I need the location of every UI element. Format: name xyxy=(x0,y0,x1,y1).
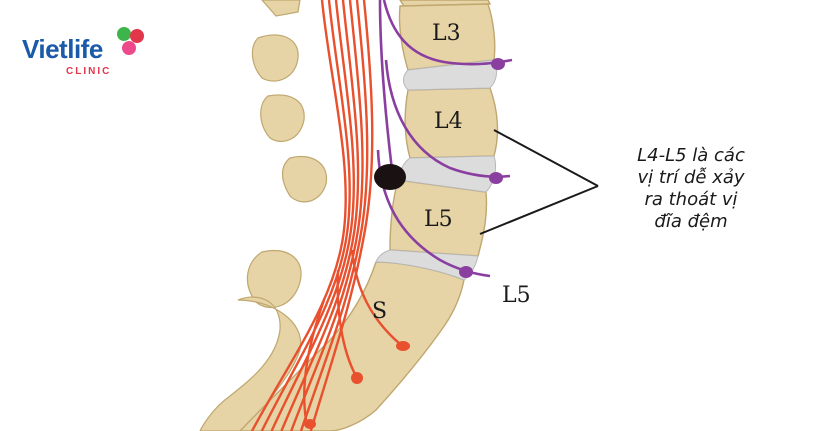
herniation-mark xyxy=(374,164,406,190)
sacral-root-ganglia xyxy=(304,341,410,429)
label-l5: L5 xyxy=(424,207,453,232)
nerve-root-ganglia xyxy=(459,58,505,278)
pointer-to-l4 xyxy=(493,129,599,187)
cauda-nerve-2 xyxy=(260,0,351,431)
label-l4: L4 xyxy=(434,109,463,134)
ganglion-l5 xyxy=(459,266,473,278)
disc-l4-l5 xyxy=(397,155,497,193)
annotation-line-1: L4-L5 là các xyxy=(637,145,745,166)
logo-wordmark: Vietlife xyxy=(22,34,103,64)
vietlife-logo: Vietlife CLINIC xyxy=(22,24,152,84)
logo-subtitle: CLINIC xyxy=(66,66,112,77)
disc-l5-s xyxy=(375,249,479,281)
facet-1 xyxy=(261,0,301,17)
root-l4 xyxy=(384,59,511,179)
root-descending xyxy=(378,0,394,171)
cauda-nerve-6 xyxy=(299,0,369,431)
facet-3 xyxy=(260,94,305,142)
ganglion-1 xyxy=(396,341,410,351)
label-sacrum: S xyxy=(372,299,387,324)
facet-2 xyxy=(251,34,299,82)
ganglion-2 xyxy=(351,372,363,384)
ganglion-l3 xyxy=(491,58,505,70)
sacral-posterior xyxy=(199,296,302,431)
cauda-nerve-5 xyxy=(290,0,364,431)
label-l3: L3 xyxy=(432,21,461,46)
pointer-to-l5 xyxy=(479,185,599,235)
ganglion-l4 xyxy=(489,172,503,184)
sacral-root-3 xyxy=(303,299,326,421)
facet-4 xyxy=(281,155,328,203)
posterior-elements xyxy=(199,0,328,431)
cauda-equina-nerves xyxy=(250,0,374,431)
sacral-root-2 xyxy=(336,269,358,377)
sacral-ala xyxy=(246,250,302,309)
intervertebral-discs xyxy=(375,59,498,281)
annotation-line-4: đĩa đệm xyxy=(654,211,728,232)
annotation-line-2: vị trí dễ xảy xyxy=(637,167,745,188)
cauda-nerve-4 xyxy=(280,0,360,431)
cauda-nerve-7 xyxy=(309,0,374,431)
herniation-annotation: L4-L5 là các vị trí dễ xảy ra thoát vị đ… xyxy=(606,145,776,233)
vertebral-bodies xyxy=(239,0,499,431)
sacral-root-1 xyxy=(350,249,401,345)
sacral-nerve-roots xyxy=(303,249,401,421)
ganglion-3 xyxy=(304,419,316,429)
label-nerve-l5: L5 xyxy=(502,283,531,308)
annotation-line-3: ra thoát vị xyxy=(644,189,738,210)
cauda-nerve-3 xyxy=(270,0,355,431)
logo-dots-icon xyxy=(117,27,144,55)
cauda-nerve-1 xyxy=(250,0,347,431)
annotation-pointers xyxy=(479,129,599,235)
